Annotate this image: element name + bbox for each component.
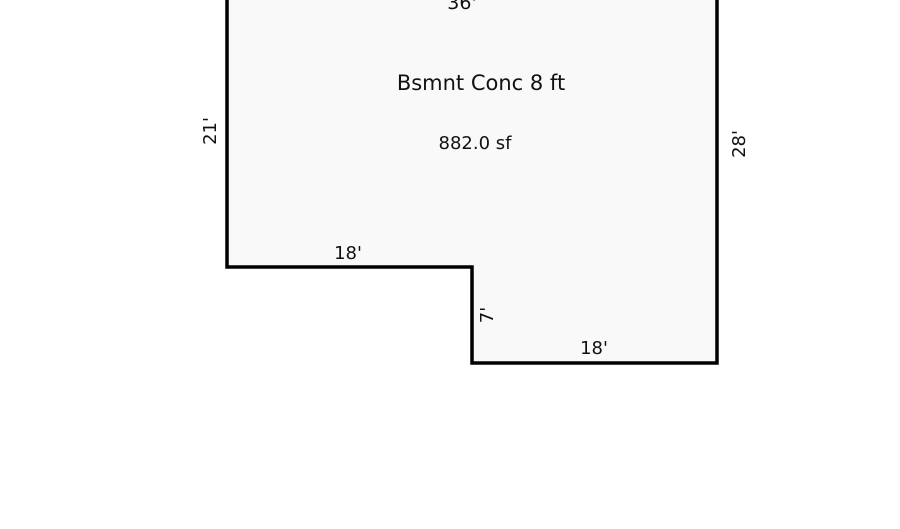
- dimension-right: 28': [729, 130, 750, 158]
- dimension-left: 21': [200, 117, 221, 145]
- dimension-step-horizontal: 18': [334, 243, 362, 264]
- dimension-top: 36': [447, 0, 476, 14]
- room-outline: [225, 0, 719, 365]
- dimension-bottom: 18': [580, 338, 608, 359]
- room-area: 882.0 sf: [439, 133, 513, 154]
- dimension-step-vertical: 7': [477, 307, 498, 323]
- room-name: Bsmnt Conc 8 ft: [397, 71, 565, 95]
